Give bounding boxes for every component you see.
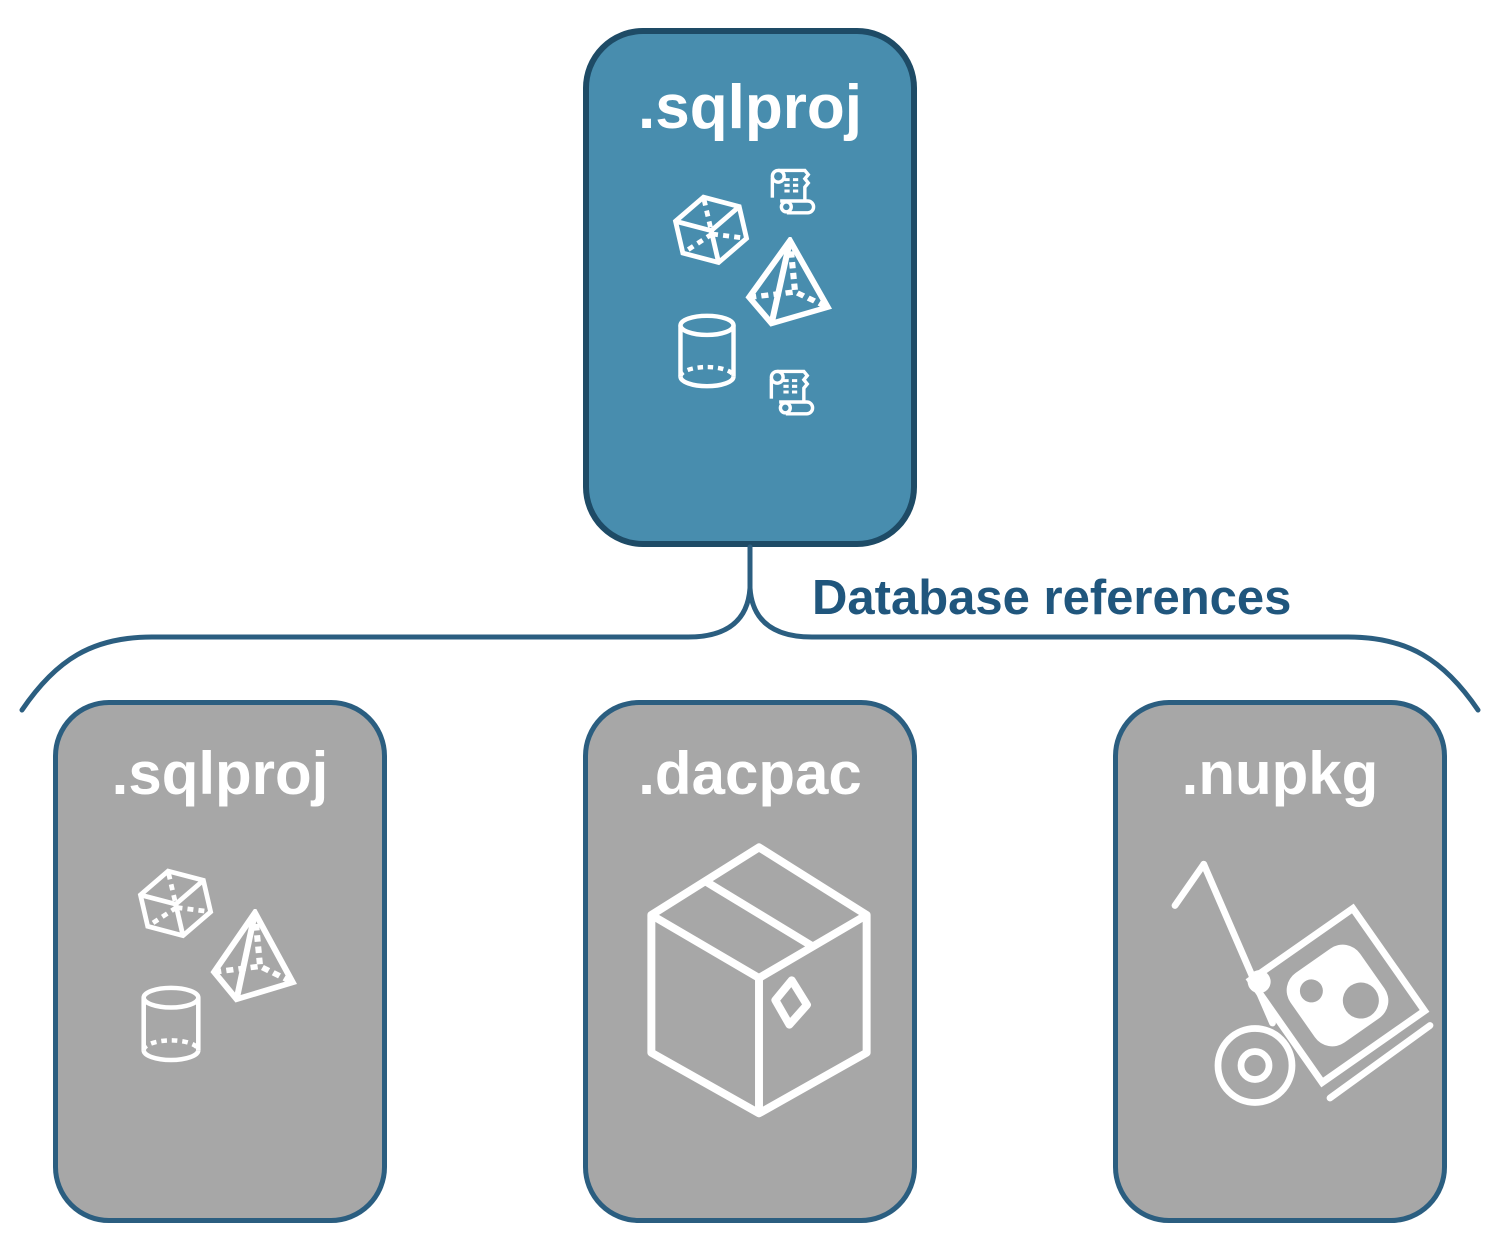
node-label: .sqlproj (111, 740, 329, 807)
node-sqlproj-child: .sqlproj (53, 700, 387, 1223)
connector-label: Database references (812, 571, 1292, 625)
pyramid-icon (741, 237, 843, 327)
pyramid-icon (206, 909, 308, 1003)
cylinder-icon (673, 311, 741, 393)
nuget-hand-truck-icon (1170, 858, 1445, 1108)
sql-script-scroll-icon (763, 364, 820, 421)
node-label: .nupkg (1181, 740, 1379, 807)
node-dacpac: .dacpac (583, 700, 917, 1223)
cylinder-icon (136, 983, 206, 1067)
package-box-icon (642, 838, 876, 1118)
node-sqlproj-parent: .sqlproj (583, 28, 917, 547)
sql-script-scroll-icon (764, 163, 821, 220)
node-label: .dacpac (638, 740, 862, 807)
node-nupkg: .nupkg (1113, 700, 1447, 1223)
node-label: .sqlproj (638, 73, 862, 142)
